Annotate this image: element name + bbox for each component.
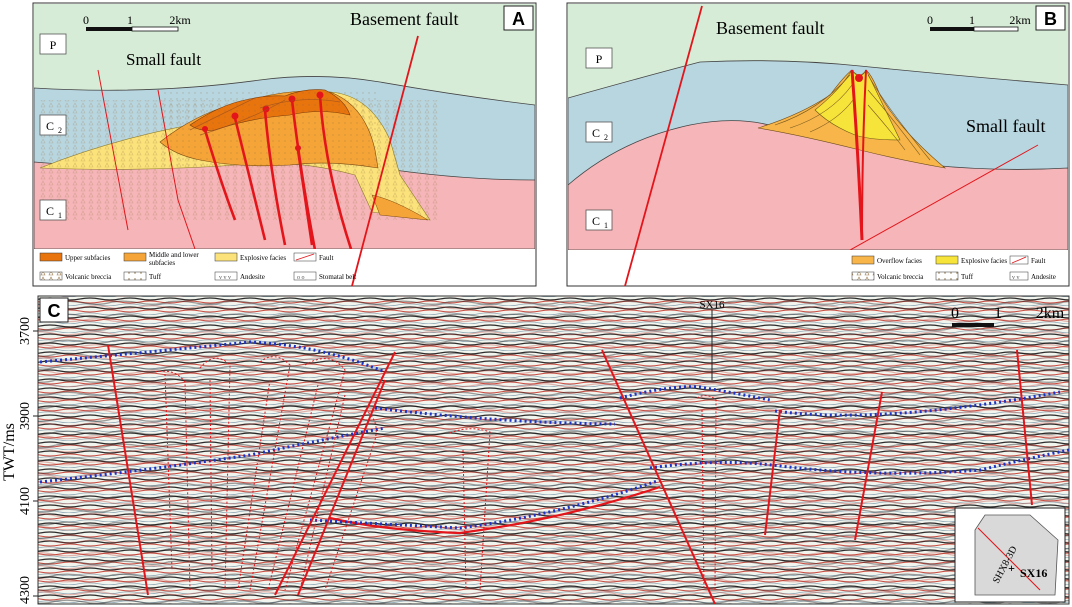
legend-b-item: Andesite [1031, 273, 1056, 281]
explosive-facies-b [814, 69, 901, 141]
scale-c-one: 1 [994, 305, 1002, 322]
stratum-c1-a: C [46, 204, 54, 218]
y-tick-label: 3700 [18, 317, 33, 345]
legend-a-item: subfacies [149, 259, 175, 267]
legend-a: Upper subfacies Middle and lower subfaci… [39, 251, 356, 281]
scale-bar-c: 0 1 2km [951, 305, 1065, 327]
inset-map: SX16 + SHX8-3D [954, 507, 1066, 603]
horizons [39, 340, 1069, 530]
small-fault-label-a: Small fault [126, 50, 201, 69]
basement-fault-label-a: Basement fault [350, 9, 458, 29]
scale-a-one: 1 [127, 13, 133, 27]
panel-b-letter: B [1044, 9, 1057, 29]
stratum-c2-a: C [46, 119, 54, 133]
legend-a-item: Andesite [240, 273, 265, 281]
scale-a-end: 2km [169, 13, 191, 27]
scale-bar-b: 0 1 2km [927, 13, 1031, 32]
volcanic-bottom-reflector [329, 485, 661, 535]
svg-text:v v: v v [1012, 275, 1020, 281]
panel-b-letter-box [1035, 5, 1066, 31]
legend-b-item: Overflow facies [877, 257, 922, 265]
y-tick-label: 4300 [18, 576, 33, 604]
stratum-c1-b: C [592, 214, 600, 228]
middle-lower-subfacies-2 [371, 194, 429, 221]
panel-b: 0 1 2km Basement fault Small fault B P C… [566, 2, 1070, 287]
panel-c-letter: C [48, 301, 61, 321]
legend-a-item: Fault [319, 254, 333, 262]
inset-well-label: SX16 [1020, 566, 1047, 580]
panel-a-letter-box [503, 5, 534, 31]
panel-a-letter: A [512, 9, 525, 29]
scale-b-one: 1 [969, 13, 975, 27]
scale-b-end: 2km [1009, 13, 1031, 27]
legend-b-item: Fault [1031, 257, 1045, 265]
legend-a-item: Stomatal belt [319, 273, 356, 281]
svg-text:+: + [1008, 561, 1015, 575]
panel-c: SX16 0 1 2km C 3700 3900 4100 4300 TWT/m… [1, 295, 1070, 605]
legend-b: Overflow facies Explosive facies Fault V… [851, 255, 1056, 281]
scale-a-zero: 0 [83, 13, 89, 27]
legend-b-item: Volcanic breccia [877, 273, 924, 281]
legend-b-item: Explosive facies [961, 257, 1007, 265]
small-fault-label-b: Small fault [966, 116, 1046, 136]
legend-a-item: Upper subfacies [65, 254, 111, 262]
scale-c-zero: 0 [951, 305, 959, 322]
legend-a-item: Middle and lower [149, 251, 199, 259]
volcanic-conduits-a [203, 95, 353, 249]
y-tick-label: 4100 [18, 487, 33, 515]
svg-text:1: 1 [58, 211, 62, 220]
y-axis-title: TWT/ms [1, 423, 18, 481]
panel-a: 0 1 2km Small fault Basement fault A P C… [32, 2, 537, 287]
scale-c-end: 2km [1036, 305, 1065, 322]
scale-b-zero: 0 [927, 13, 933, 27]
svg-text:2: 2 [58, 126, 62, 135]
faults-c [107, 344, 1033, 604]
svg-text:v v v: v v v [219, 275, 231, 281]
stratum-p-b: P [596, 52, 603, 66]
well-sx16-label: SX16 [699, 299, 725, 311]
legend-a-item: Explosive facies [240, 254, 286, 262]
svg-text:o o: o o [297, 275, 305, 281]
scale-bar-a: 0 1 2km [83, 13, 191, 32]
stratum-c2-b: C [592, 126, 600, 140]
stratum-p-a: P [50, 38, 57, 52]
svg-text:1: 1 [604, 221, 608, 230]
panel-c-letter-box [39, 297, 69, 323]
volcanic-conduits-c [154, 356, 717, 591]
small-fault-a-2 [157, 89, 196, 249]
legend-b-item: Tuff [961, 273, 974, 281]
basement-fault-b [624, 5, 703, 287]
y-axis: 3700 3900 4100 4300 TWT/ms [1, 317, 38, 604]
basement-fault-label-b: Basement fault [716, 18, 824, 38]
svg-text:2: 2 [604, 133, 608, 142]
y-tick-label: 3900 [18, 402, 33, 430]
small-fault-a-1 [97, 69, 129, 231]
volcanic-conduit-b [850, 69, 864, 241]
legend-a-item: Volcanic breccia [65, 273, 112, 281]
legend-a-item: Tuff [149, 273, 162, 281]
small-fault-b [849, 144, 1039, 250]
basement-fault-a [351, 35, 419, 287]
